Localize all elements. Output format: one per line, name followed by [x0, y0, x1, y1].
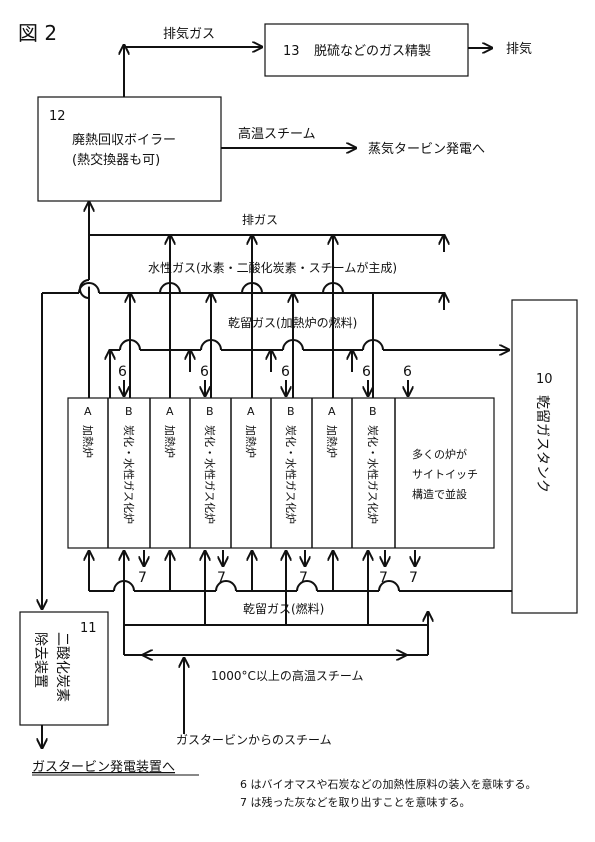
label-6-a: 6 [118, 364, 127, 380]
label-high-temp-steam: 高温スチーム [238, 126, 316, 142]
furnace-2-name: 炭化・水性ガス化炉 [122, 425, 136, 524]
box-12-line1: 廃熱回収ボイラー [72, 132, 176, 148]
furnace-4-name: 炭化・水性ガス化炉 [203, 425, 217, 524]
label-6-b: 6 [200, 364, 209, 380]
label-exhaust-gas: 排ガス [242, 213, 278, 227]
exhaust-arrowheads [170, 235, 444, 252]
furnace-3-name: 加熱炉 [163, 425, 176, 458]
label-7-c: 7 [299, 570, 308, 586]
label-7-b: 7 [217, 570, 226, 586]
water-gas-crossovers [159, 282, 344, 294]
water-gas-line [42, 282, 444, 609]
furnace-6-name: 炭化・水性ガス化炉 [284, 425, 298, 524]
label-water-gas: 水性ガス(水素・二酸化炭素・スチームが主成) [148, 260, 397, 275]
feed-6-arrows [124, 380, 408, 396]
heating-furnace-exhaust-lines [79, 235, 334, 398]
furnace-8-letter: B [369, 405, 377, 418]
exhaust-flow-lines [89, 45, 492, 236]
high-temp-steam-line [124, 551, 428, 734]
many-furnaces-line2: サイトイッチ [412, 468, 478, 481]
figure-label: 図 2 [18, 21, 57, 45]
label-6-e: 6 [403, 364, 412, 380]
box-13-number: 13 [283, 44, 300, 59]
furnace-7-name: 加熱炉 [325, 425, 338, 458]
ash-7-arrows [144, 550, 415, 566]
dry-gas-heating-line [110, 339, 509, 398]
many-furnaces-line3: 構造で並設 [412, 487, 467, 501]
note-6: 6 はバイオマスや石炭などの加熱性原料の装入を意味する。 [240, 777, 537, 791]
label-to-steam-turbine: 蒸気タービン発電へ [368, 141, 485, 157]
label-exhaust-gas-top: 排気ガス [163, 26, 215, 42]
label-dry-gas-fuel: 乾留ガス(燃料) [243, 601, 324, 616]
box-12-line2: (熱交換器も可) [72, 152, 160, 168]
label-7-a: 7 [138, 570, 147, 586]
furnace-2-letter: B [125, 405, 133, 418]
furnace-7-letter: A [328, 405, 336, 418]
furnace-3-letter: A [166, 405, 174, 418]
box-11-co2-removal [19, 611, 109, 726]
note-7: 7 は残った灰などを取り出すことを意味する。 [240, 795, 471, 809]
box-12-number: 12 [49, 109, 66, 124]
furnace-5-letter: A [247, 405, 255, 418]
furnace-8-name: 炭化・水性ガス化炉 [366, 425, 380, 524]
furnace-5-name: 加熱炉 [244, 425, 257, 458]
box-10-dry-gas-tank [511, 299, 578, 614]
box-13-label: 脱硫などのガス精製 [314, 44, 431, 59]
furnace-6-letter: B [287, 405, 295, 418]
label-7-d: 7 [379, 570, 388, 586]
box-11-number: 11 [80, 621, 97, 636]
box-10-label: 乾留ガスタンク [534, 395, 550, 493]
furnace-1-letter: A [84, 405, 92, 418]
label-steam-from-turbine: ガスタービンからのスチーム [176, 733, 332, 747]
label-to-gas-turbine: ガスタービン発電装置へ [32, 760, 175, 775]
box-10-number: 10 [536, 372, 553, 387]
label-steam-1000: 1000°C以上の高温スチーム [211, 668, 364, 683]
label-6-c: 6 [281, 364, 290, 380]
label-6-d: 6 [362, 364, 371, 380]
label-dry-gas-heating: 乾留ガス(加熱炉の燃料) [228, 315, 357, 330]
many-furnaces-line1: 多くの炉が [412, 447, 467, 461]
furnace-1-name: 加熱炉 [81, 425, 94, 458]
furnace-block [67, 397, 495, 549]
label-7-e: 7 [409, 570, 418, 586]
box-11-col1: 二酸化炭素 [54, 632, 70, 702]
furnace-4-letter: B [206, 405, 214, 418]
box-12-waste-heat-boiler [37, 96, 222, 202]
label-exhaust: 排気 [506, 41, 532, 57]
box-11-col2: 除去装置 [32, 632, 48, 688]
box-13-gas-purification [264, 23, 469, 77]
